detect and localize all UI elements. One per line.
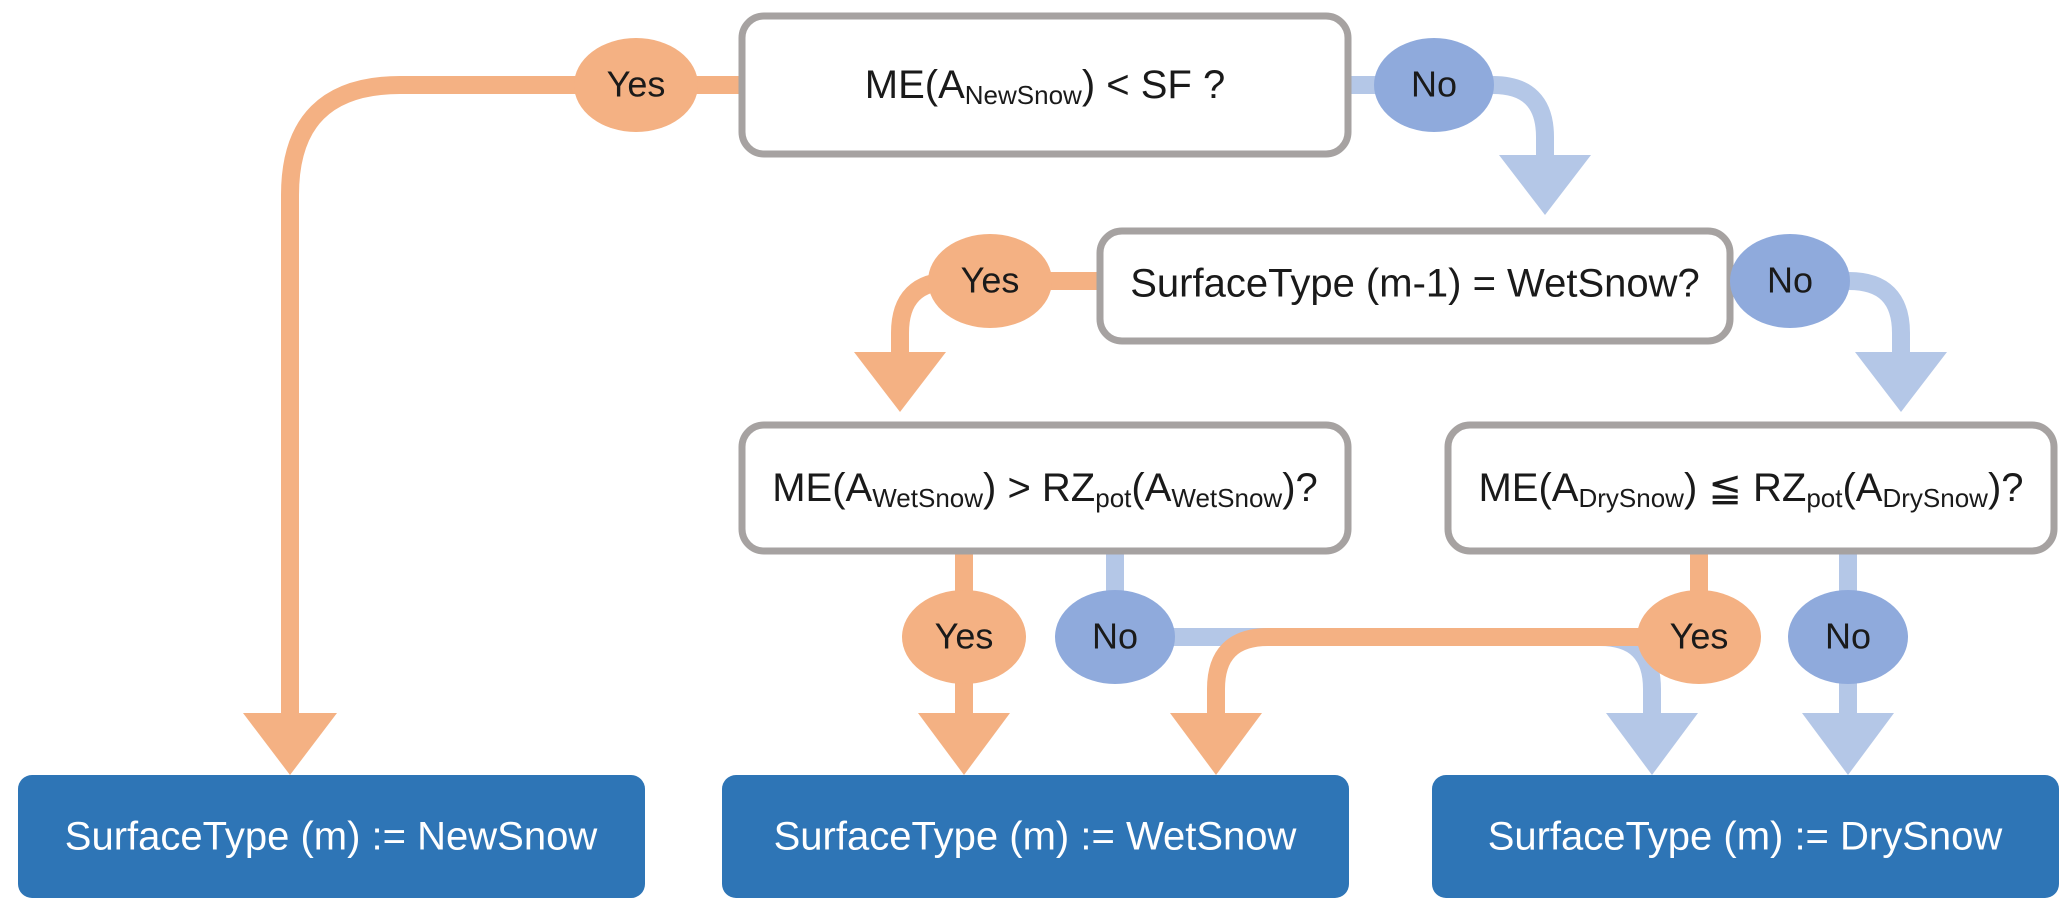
branch-label-d1-no-text: No <box>1411 64 1457 105</box>
decision-box-newsnow-label: ME(ANewSnow) < SF ? <box>865 63 1225 110</box>
branch-label-d3-no-text: No <box>1092 616 1138 657</box>
decision-box-wetsnow-rz[interactable]: ME(AWetSnow) > RZpot(AWetSnow)? <box>738 421 1352 555</box>
decision-box-wetsnow-rz-rect <box>738 421 1352 555</box>
branch-label-d1-no[interactable]: No <box>1374 38 1494 132</box>
branch-label-d4-yes-text: Yes <box>1670 616 1729 657</box>
decision-box-prev-wetsnow-rect <box>1096 227 1734 345</box>
branch-label-d1-yes[interactable]: Yes <box>574 38 698 132</box>
decision-box-drysnow-rz-rect <box>1444 421 2058 555</box>
terminal-box-newsnow[interactable]: SurfaceType (m) := NewSnow <box>18 775 645 898</box>
terminal-box-wetsnow[interactable]: SurfaceType (m) := WetSnow <box>722 775 1349 898</box>
decision-box-prev-wetsnow-label: SurfaceType (m-1) = WetSnow? <box>1130 262 1700 306</box>
branch-label-d3-yes[interactable]: Yes <box>902 590 1026 684</box>
branch-label-d2-yes-text: Yes <box>961 260 1020 301</box>
branch-label-d4-no-shape <box>1788 590 1908 684</box>
branch-label-d2-yes[interactable]: Yes <box>928 234 1052 328</box>
terminal-box-wetsnow-rect <box>722 775 1349 898</box>
branch-label-d1-no-shape <box>1374 38 1494 132</box>
terminal-box-newsnow-rect <box>18 775 645 898</box>
terminal-box-newsnow-label: SurfaceType (m) := NewSnow <box>65 815 598 859</box>
connector-d1-yes-to-newsnow <box>243 76 596 775</box>
connector-d4-yes-to-wetsnow <box>1170 551 1708 775</box>
branch-label-d4-no-text: No <box>1825 616 1871 657</box>
terminal-box-drysnow-rect <box>1432 775 2059 898</box>
connector-d2-no-to-d4 <box>1848 272 1947 412</box>
branch-label-d3-yes-shape <box>902 590 1026 684</box>
decision-box-newsnow-rect <box>738 12 1352 158</box>
branch-label-d4-yes-shape <box>1637 590 1761 684</box>
decision-box-newsnow[interactable]: ME(ANewSnow) < SF ? <box>738 12 1352 158</box>
terminal-box-drysnow[interactable]: SurfaceType (m) := DrySnow <box>1432 775 2059 898</box>
decision-box-drysnow-rz[interactable]: ME(ADrySnow) ≦ RZpot(ADrySnow)? <box>1444 421 2058 555</box>
terminal-box-wetsnow-label: SurfaceType (m) := WetSnow <box>774 815 1297 859</box>
branch-label-d2-yes-shape <box>928 234 1052 328</box>
branch-label-d2-no-text: No <box>1767 260 1813 301</box>
decision-box-drysnow-rz-label: ME(ADrySnow) ≦ RZpot(ADrySnow)? <box>1478 466 2023 513</box>
branch-label-d4-no[interactable]: No <box>1788 590 1908 684</box>
branch-label-d2-no-shape <box>1730 234 1850 328</box>
branch-label-d3-no[interactable]: No <box>1055 590 1175 684</box>
branch-label-d3-yes-text: Yes <box>935 616 994 657</box>
connector-d1-no-to-d2 <box>1492 76 1591 215</box>
branch-label-d1-yes-shape <box>574 38 698 132</box>
branch-label-d3-no-shape <box>1055 590 1175 684</box>
branch-label-d4-yes[interactable]: Yes <box>1637 590 1761 684</box>
terminal-box-drysnow-label: SurfaceType (m) := DrySnow <box>1488 815 2003 859</box>
branch-label-d2-no[interactable]: No <box>1730 234 1850 328</box>
decision-box-wetsnow-rz-label: ME(AWetSnow) > RZpot(AWetSnow)? <box>772 466 1318 513</box>
branch-label-d1-yes-text: Yes <box>607 64 666 105</box>
decision-box-prev-wetsnow[interactable]: SurfaceType (m-1) = WetSnow? <box>1096 227 1734 345</box>
